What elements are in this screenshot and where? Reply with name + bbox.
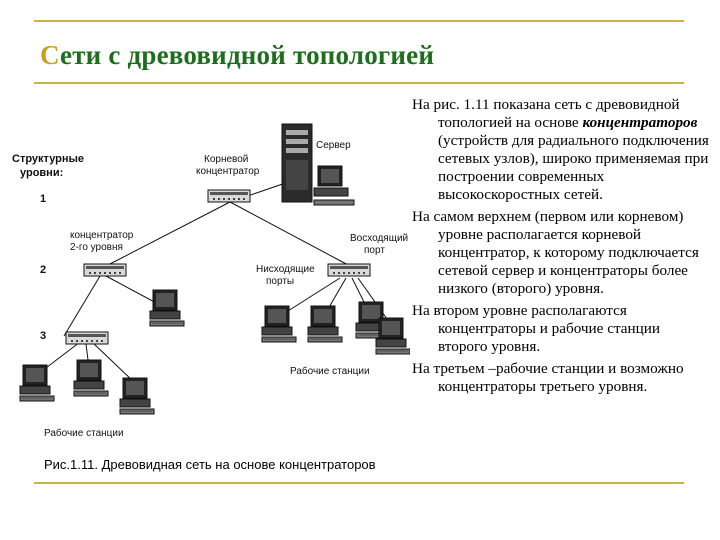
network-links (37, 177, 393, 383)
paragraph-1-emphasis: концентраторов (582, 114, 698, 131)
paragraph-3: На втором уровне располагаются концентра… (412, 302, 661, 355)
figure-caption: Рис.1.11. Древовидная сеть на основе кон… (44, 457, 376, 472)
structural-levels-label-1: Структурные (12, 153, 84, 165)
paragraph-1-start: На рис. 1.11 показана сеть с древовидной… (412, 96, 680, 131)
level-3-label: 3 (40, 330, 46, 342)
server (281, 123, 355, 206)
hub-level3 (65, 331, 109, 345)
root-hub-label-1: Корневой (204, 154, 248, 165)
root-hub-label-2: концентратор (196, 166, 260, 177)
level-1-label: 1 (40, 193, 46, 205)
root-hub (207, 189, 251, 203)
hub-level2-label-2: 2-го уровня (70, 242, 123, 253)
workstation-r-1 (261, 305, 297, 343)
workstation-l3-1 (19, 364, 55, 402)
workstation-r-2 (307, 305, 343, 343)
structural-levels-label-2: уровни: (20, 167, 63, 179)
description-text: На рис. 1.11 показана сеть с древовидной… (412, 96, 712, 400)
top-rule (34, 20, 684, 22)
level-2-label: 2 (40, 264, 46, 276)
paragraph-4: На третьем –рабочие станции и возможно к… (412, 360, 684, 395)
server-label: Сервер (316, 140, 351, 151)
paragraph-1-end: (устройств для радиального подключения с… (438, 132, 709, 203)
hub-level2-right (327, 263, 371, 277)
uplink-port-label-1: Восходящий (350, 233, 408, 244)
hub-level2-label-1: концентратор (70, 230, 134, 241)
workstation-l2 (149, 289, 185, 327)
downlink-ports-label-1: Нисходящие (256, 264, 315, 275)
workstations-left-label: Рабочие станции (44, 427, 124, 439)
workstation-r-4 (375, 317, 410, 355)
downlink-ports-label-2: порты (266, 276, 294, 287)
paragraph-1: На рис. 1.11 показана сеть с древовидной… (412, 96, 712, 204)
workstations-right-label: Рабочие станции (290, 365, 370, 377)
title-rest: ети с древовидной топологией (60, 40, 435, 70)
hub-level2-left (83, 263, 127, 277)
bottom-rule (34, 482, 684, 484)
title-first-letter: С (40, 40, 61, 70)
workstation-l3-3 (119, 377, 155, 415)
uplink-port-label-2: порт (364, 245, 385, 256)
page-title: Сети с древовидной топологией (40, 40, 434, 71)
paragraph-2: На самом верхнем (первом или корневом) у… (412, 208, 699, 297)
workstation-l3-2 (73, 359, 109, 397)
title-rule (34, 82, 684, 84)
tree-topology-diagram: Структурные уровни: 1 2 3 Корневой конце… (12, 123, 410, 439)
